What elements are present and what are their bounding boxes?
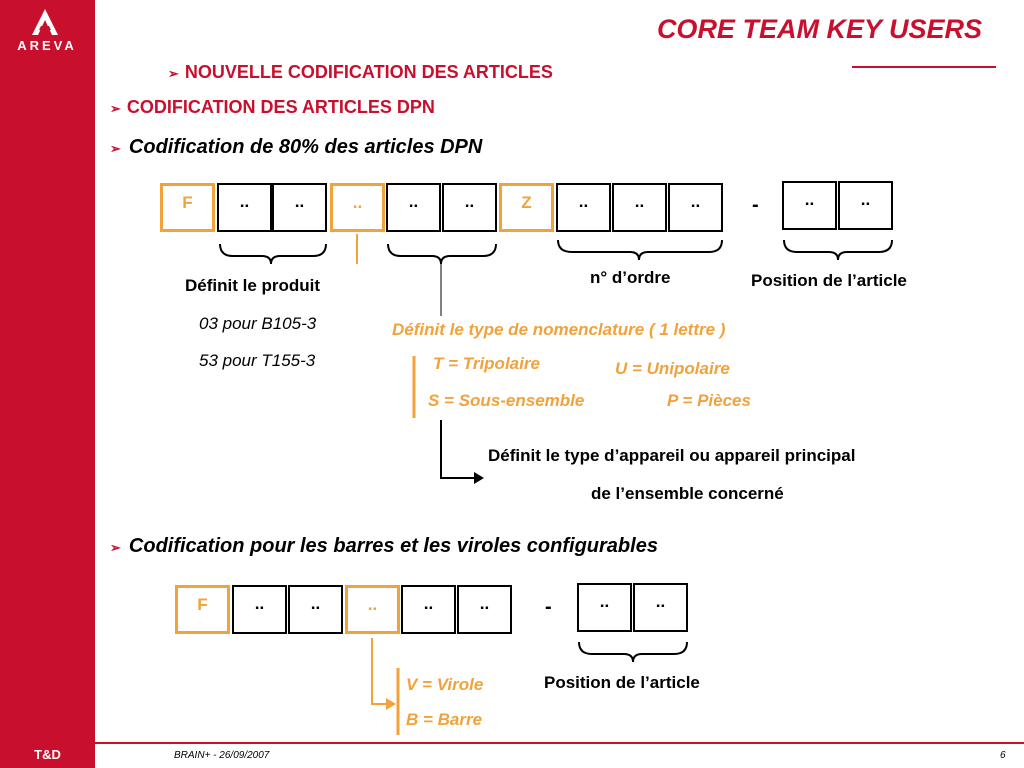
position-label: Position de l’article <box>544 673 700 692</box>
code-box: .. <box>782 181 837 230</box>
areva-logo-icon <box>32 9 58 35</box>
position-label: Position de l’article <box>751 271 907 290</box>
nomenclature-title: Définit le type de nomenclature ( 1 lett… <box>392 320 726 339</box>
brace-produit <box>219 243 327 265</box>
code-box: .. <box>345 585 400 634</box>
nomenclature-unipolaire: U = Unipolaire <box>615 359 730 378</box>
footer-area <box>95 744 1024 768</box>
appareil-label: de l’ensemble concerné <box>591 484 784 503</box>
title-underline <box>852 66 996 68</box>
code-box: .. <box>838 181 893 230</box>
code-box: .. <box>288 585 343 634</box>
footer-rule <box>95 742 1024 743</box>
bullet-arrow-icon: ➢ <box>110 141 121 156</box>
virole-label: V = Virole <box>406 675 484 694</box>
nomenclature-pieces: P = Pièces <box>667 391 751 410</box>
footer-text: BRAIN+ - 26/09/2007 <box>174 750 270 761</box>
code-box: F <box>175 585 230 634</box>
bullet-nouvelle-codification: ➢ NOUVELLE CODIFICATION DES ARTICLES <box>168 62 553 83</box>
nomenclature-tripolaire: T = Tripolaire <box>433 354 540 373</box>
brace-position <box>783 239 893 261</box>
code-box: .. <box>442 183 497 232</box>
code-box: .. <box>330 183 385 232</box>
code-box: .. <box>633 583 688 632</box>
brand-name: AREVA <box>17 38 77 53</box>
code-box: .. <box>232 585 287 634</box>
brace-ordre <box>557 239 723 261</box>
code-box: .. <box>612 183 667 232</box>
barre-label: B = Barre <box>406 710 483 729</box>
section-heading-text: Codification pour les barres et les viro… <box>128 535 658 557</box>
appareil-arrow-line <box>440 420 474 479</box>
code-box: .. <box>556 183 611 232</box>
footer-division: T&D <box>34 747 61 762</box>
nomenclature-sous-ensemble: S = Sous-ensemble <box>428 391 585 410</box>
brace-appareil <box>387 243 497 265</box>
code-box: .. <box>386 183 441 232</box>
code-box: .. <box>577 583 632 632</box>
produit-line: 53 pour T155-3 <box>199 351 316 370</box>
brace-position-2 <box>578 641 688 663</box>
slide-title: CORE TEAM KEY USERS <box>656 14 982 44</box>
arrow-head-icon <box>386 698 396 710</box>
code-box: .. <box>217 183 272 232</box>
code-box: .. <box>668 183 723 232</box>
produit-label: Définit le produit <box>185 276 321 295</box>
produit-line: 03 pour B105-3 <box>199 314 317 333</box>
code-box: Z <box>499 183 554 232</box>
code-box: .. <box>457 585 512 634</box>
brand-sidebar: AREVA <box>0 0 95 742</box>
code-box: .. <box>401 585 456 634</box>
bullet-text: NOUVELLE CODIFICATION DES ARTICLES <box>184 62 553 82</box>
bullet-arrow-icon: ➢ <box>110 101 121 116</box>
ordre-label: n° d’ordre <box>590 268 671 287</box>
appareil-label: Définit le type d’appareil ou appareil p… <box>488 446 856 465</box>
code-separator: - <box>752 194 759 216</box>
section-heading-text: Codification de 80% des articles DPN <box>128 136 483 158</box>
bullet-codification-dpn: ➢ CODIFICATION DES ARTICLES DPN <box>110 97 435 118</box>
virole-arrow-line <box>371 638 388 705</box>
code-box: .. <box>272 183 327 232</box>
section-heading-barres: ➢ Codification pour les barres et les vir… <box>110 535 658 558</box>
bullet-arrow-icon: ➢ <box>168 66 179 81</box>
section-heading-dpn: ➢ Codification de 80% des articles DPN <box>110 136 482 159</box>
bullet-arrow-icon: ➢ <box>110 540 121 555</box>
bullet-text: CODIFICATION DES ARTICLES DPN <box>126 97 435 117</box>
arrow-head-icon <box>474 472 484 484</box>
code-separator: - <box>545 596 552 618</box>
code-box: F <box>160 183 215 232</box>
page-number: 6 <box>1000 750 1006 761</box>
